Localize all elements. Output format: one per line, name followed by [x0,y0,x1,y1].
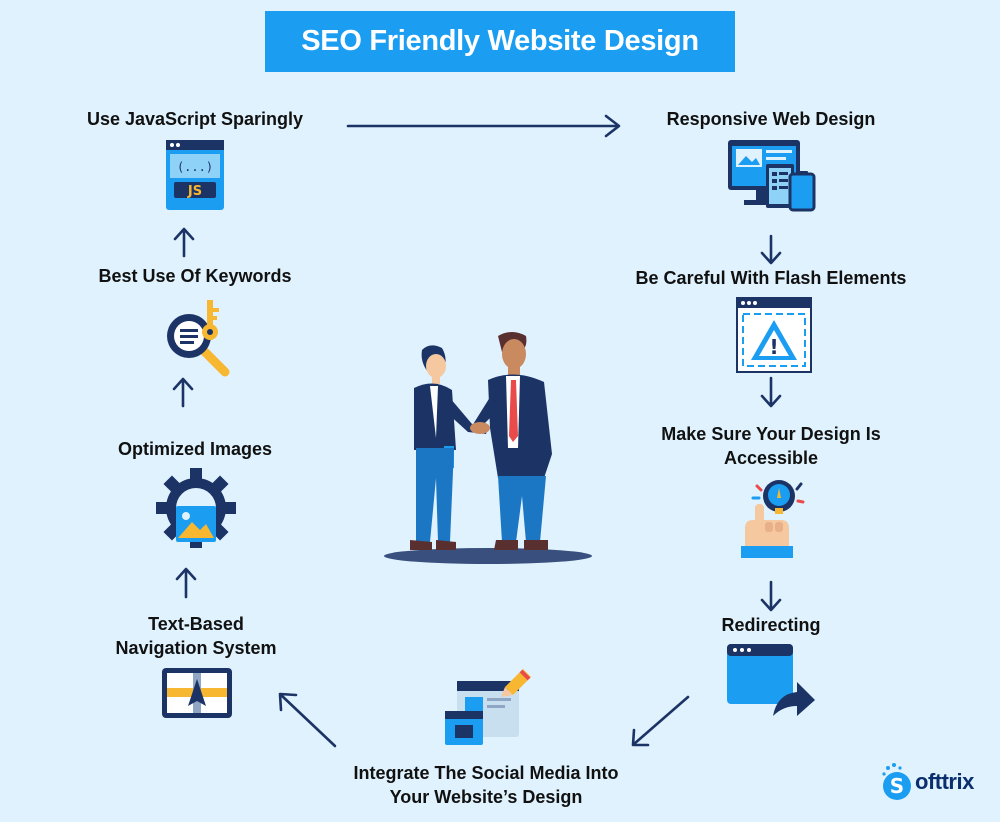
step-label-navigation-line2: Navigation System [115,638,277,658]
step-label-social-line2: Your Website’s Design [389,787,583,807]
flash-warning-icon: ! [736,297,812,373]
step-label-accessible-line2: Accessible [723,448,819,468]
man-figure [470,332,552,550]
arrow-right-top [346,114,621,138]
step-label-navigation: Text-Based Navigation System [115,612,276,660]
navigation-map-icon [162,668,232,718]
step-label-responsive: Responsive Web Design [666,109,876,129]
arrow-down-3 [760,580,782,612]
woman-figure [410,345,488,550]
arrow-up-1 [175,567,197,599]
social-media-icon [445,669,531,745]
js-badge-text: JS [187,184,202,199]
handshake-illustration [384,332,592,564]
arrow-up-2 [172,377,194,408]
page-title: SEO Friendly Website Design [301,25,699,57]
step-label-images: Optimized Images [117,439,273,459]
step-label-accessible: Make Sure Your Design Is Accessible [661,422,880,470]
brand-logo-letter: S [890,774,904,798]
step-label-social-line1: Integrate The Social Media Into [353,763,619,783]
arrow-up-3 [173,227,195,258]
arrow-diag-down-left [631,695,690,747]
arrow-down-1 [760,234,782,265]
keyword-search-icon [167,300,230,377]
arrow-down-2 [760,376,782,408]
brand-logo-mark: S [882,763,911,800]
step-label-javascript: Use JavaScript Sparingly [86,109,304,129]
step-label-social: Integrate The Social Media Into Your Web… [353,761,618,809]
redirect-browser-icon [727,644,815,716]
flash-mark-glyph: ! [769,335,778,359]
arrow-diag-up-left [278,692,337,748]
brand-logo: S ofttrix [880,762,974,802]
js-code-glyph: (...) [177,160,213,174]
step-label-keywords: Best Use Of Keywords [98,266,292,286]
title-banner: SEO Friendly Website Design [265,11,735,72]
accessible-idea-hand-icon [741,480,805,558]
brand-name: ofttrix [915,769,974,794]
optimized-images-gear-icon [156,468,236,548]
step-label-navigation-line1: Text-Based [148,614,244,634]
javascript-file-icon: (...) JS [166,140,224,210]
step-label-accessible-line1: Make Sure Your Design Is [661,424,881,444]
responsive-devices-icon [728,140,816,212]
step-label-flash: Be Careful With Flash Elements [635,268,907,288]
step-label-redirecting: Redirecting [721,615,821,635]
